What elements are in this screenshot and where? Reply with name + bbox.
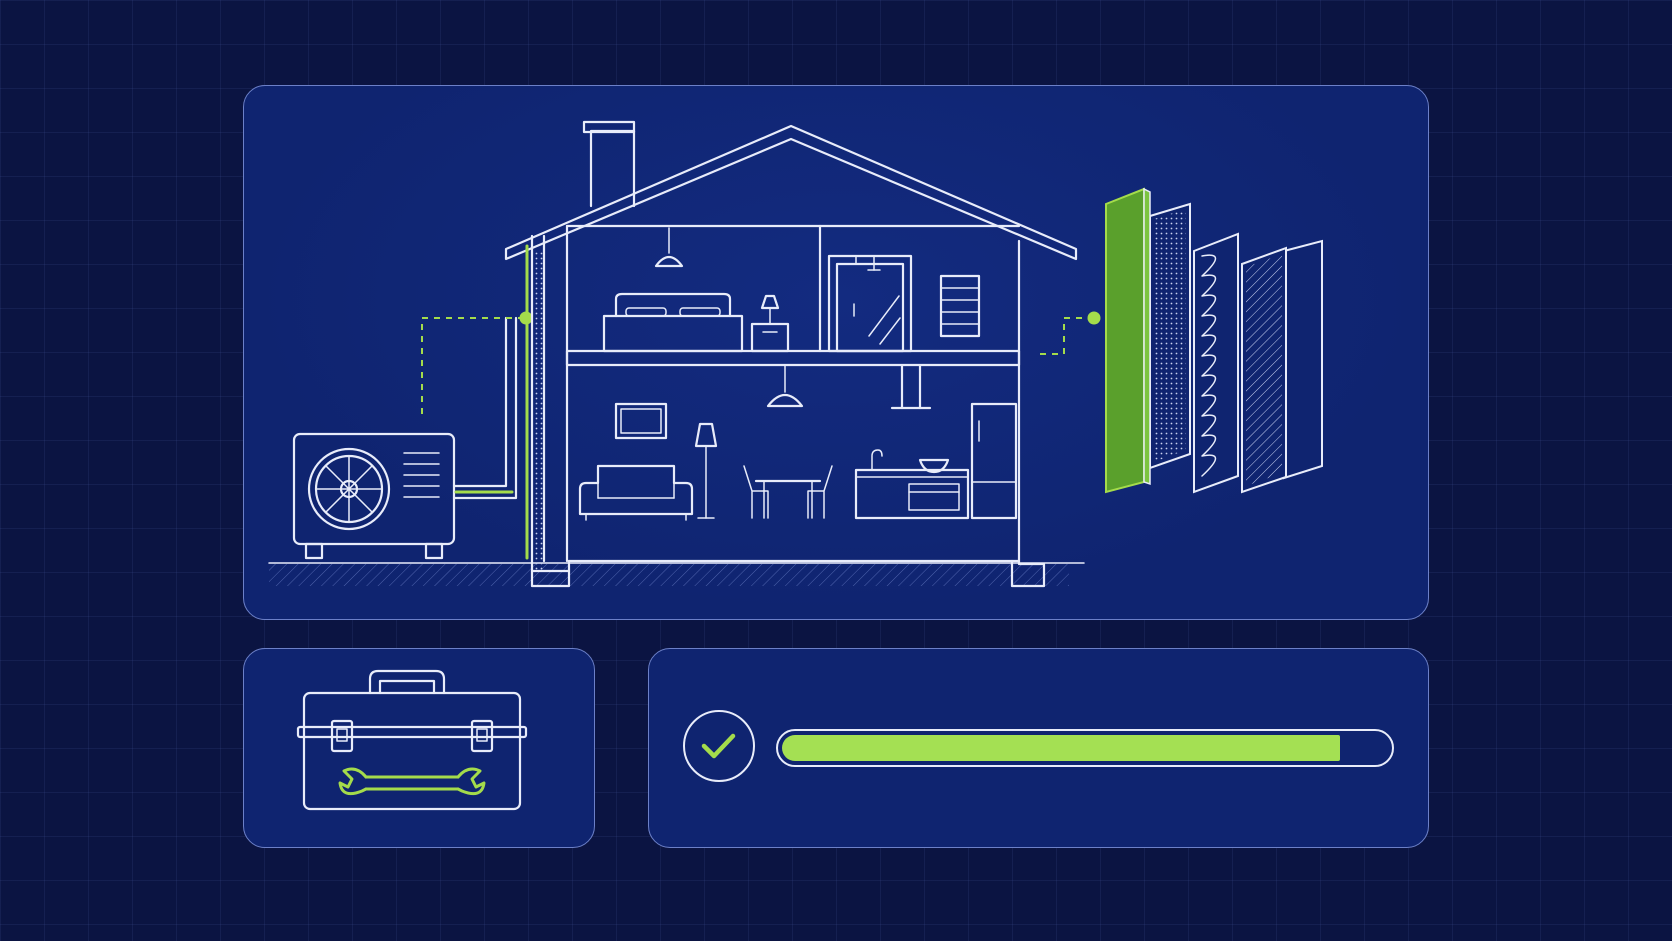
connector-dot-right [1087, 311, 1101, 325]
progress-bar-fill [782, 735, 1340, 761]
connector-left [421, 317, 524, 414]
connector-right [1040, 317, 1092, 355]
check-circle-icon [683, 710, 755, 782]
wall-insulation-layers-icon [1105, 187, 1323, 494]
ground [268, 562, 1085, 586]
house-roof [504, 120, 1078, 261]
house-illustration [268, 120, 1323, 588]
progress-bar [776, 729, 1394, 767]
toolbox-icon [296, 669, 528, 811]
progress-panel [648, 648, 1429, 848]
wrench-icon [338, 767, 486, 796]
heat-pump-pipes [452, 316, 518, 500]
toolbox-panel [243, 648, 595, 848]
house-illustration-panel [243, 85, 1429, 620]
house-cross-section-icon [525, 224, 1046, 588]
heat-pump-icon [292, 432, 456, 560]
